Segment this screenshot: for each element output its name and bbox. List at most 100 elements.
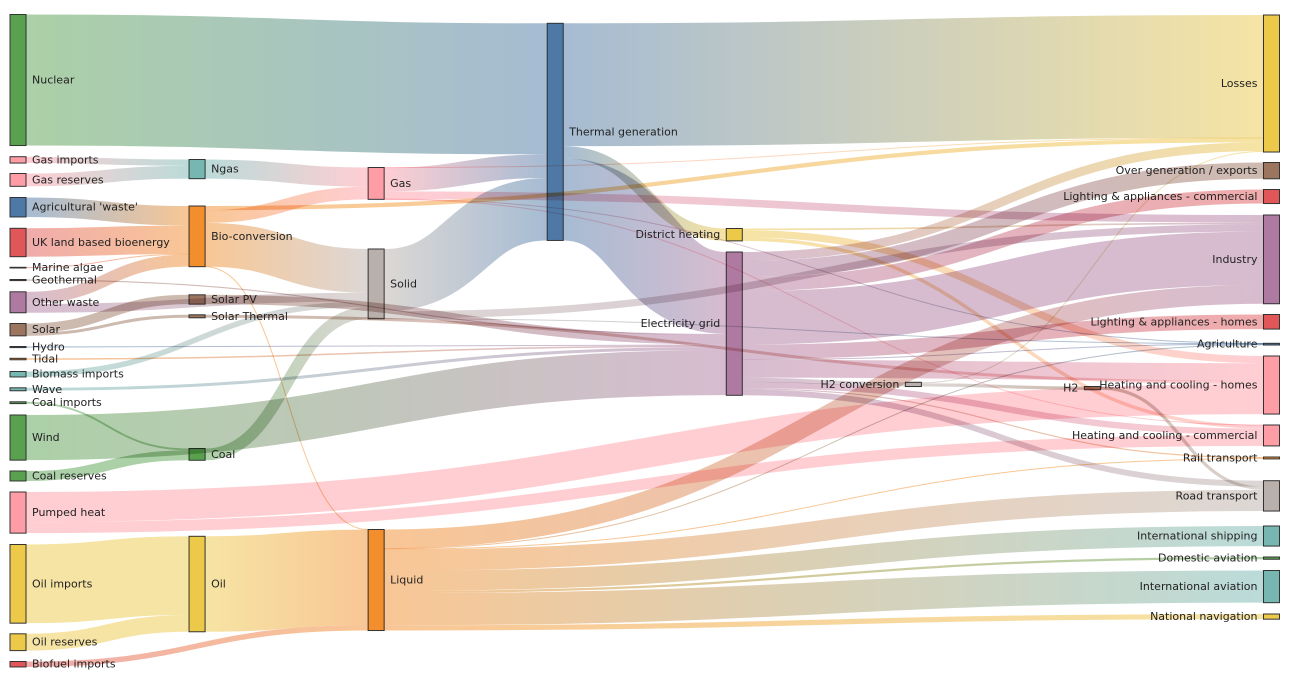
- sankey-link: [382, 178, 549, 312]
- sankey-node: [725, 251, 743, 396]
- sankey-link: [25, 197, 190, 226]
- sankey-node: [9, 291, 27, 314]
- node-label: Bio-conversion: [211, 230, 293, 243]
- sankey-node: [9, 414, 27, 461]
- sankey-link: [25, 254, 190, 304]
- sankey-link: [560, 158, 729, 334]
- sankey-node: [9, 227, 27, 258]
- sankey-node: [1262, 14, 1280, 153]
- sankey-link: [742, 343, 1264, 360]
- sankey-link: [25, 344, 727, 348]
- sankey-link: [384, 344, 1264, 550]
- sankey-link: [384, 137, 1264, 169]
- sankey-link: [25, 536, 190, 624]
- node-label: District heating: [635, 228, 720, 241]
- node-label: Solar Thermal: [211, 310, 288, 323]
- sankey-node: [188, 314, 206, 319]
- sankey-link: [25, 346, 727, 391]
- sankey-node: [1262, 189, 1280, 205]
- sankey-node: [9, 156, 27, 164]
- sankey-node: [1262, 214, 1280, 305]
- node-label: Solar: [32, 323, 61, 336]
- sankey-node: [9, 661, 27, 668]
- sankey-link: [205, 529, 369, 632]
- sankey-link: [921, 383, 1085, 390]
- node-label: Lighting & appliances - homes: [1090, 315, 1257, 328]
- node-label: Agriculture: [1197, 338, 1258, 351]
- sankey-node: [9, 371, 27, 378]
- sankey-node: [9, 173, 27, 187]
- node-label: International shipping: [1137, 530, 1257, 543]
- sankey-link: [742, 231, 1264, 345]
- node-label: Wave: [32, 383, 62, 396]
- sankey-link: [384, 570, 1264, 626]
- node-label: UK land based bioenergy: [32, 236, 170, 249]
- sankey-node: [9, 401, 27, 405]
- sankey-links: [25, 14, 1264, 667]
- sankey-link: [384, 224, 1264, 319]
- sankey-node: [9, 279, 27, 282]
- sankey-node: [1262, 525, 1280, 547]
- sankey-link: [563, 146, 727, 241]
- sankey-node: [1262, 424, 1280, 447]
- sankey-node: [9, 357, 27, 361]
- sankey-link: [25, 314, 190, 336]
- sankey-link: [25, 225, 190, 257]
- sankey-link: [921, 151, 1264, 384]
- sankey-link: [563, 15, 1264, 147]
- sankey-link: [384, 458, 1264, 550]
- node-label: Other waste: [32, 296, 100, 309]
- sankey-link: [384, 489, 1264, 571]
- node-label: Agricultural 'waste': [32, 201, 138, 214]
- node-label: Heating and cooling - homes: [1099, 379, 1258, 392]
- sankey-link: [742, 359, 1264, 381]
- sankey-link: [384, 318, 1264, 345]
- node-label: Oil imports: [32, 577, 93, 590]
- node-label: Heating and cooling - commercial: [1072, 429, 1258, 442]
- node-label: Ngas: [211, 163, 239, 176]
- sankey-node: [9, 197, 27, 218]
- node-label: Coal reserves: [32, 469, 107, 482]
- node-label: Biofuel imports: [32, 658, 116, 671]
- sankey-link: [205, 186, 369, 223]
- sankey-link: [205, 138, 1264, 211]
- node-label: Industry: [1212, 253, 1258, 266]
- node-label: Marine algae: [32, 261, 104, 274]
- sankey-link: [742, 162, 1264, 278]
- sankey-node: [188, 535, 206, 633]
- node-label: Liquid: [390, 574, 423, 587]
- node-label: Electricity grid: [641, 317, 721, 330]
- node-label: Over generation / exports: [1116, 164, 1258, 177]
- sankey-node: [1262, 480, 1280, 512]
- sankey-node: [1262, 162, 1280, 180]
- sankey-node: [1262, 570, 1280, 604]
- sankey-link: [384, 191, 1264, 223]
- sankey-node: [9, 346, 27, 349]
- sankey-link: [25, 165, 190, 187]
- sankey-link: [25, 345, 727, 360]
- sankey-link: [25, 253, 190, 269]
- node-label: Rail transport: [1183, 451, 1258, 464]
- sankey-link: [205, 159, 369, 187]
- node-label: Hydro: [32, 341, 65, 354]
- sankey-link: [25, 294, 190, 333]
- node-label: Pumped heat: [32, 506, 106, 519]
- sankey-link: [742, 142, 1264, 261]
- sankey-node: [1262, 314, 1280, 330]
- sankey-node: [1262, 556, 1280, 560]
- node-label: Gas: [390, 177, 411, 190]
- sankey-link: [25, 383, 1264, 523]
- node-label: Solar PV: [211, 293, 257, 306]
- sankey-link: [25, 301, 369, 377]
- sankey-node: [9, 266, 27, 269]
- node-label: Oil reserves: [32, 636, 98, 649]
- sankey-node: [904, 381, 922, 388]
- node-label: Thermal generation: [568, 125, 678, 138]
- sankey-node: [725, 228, 743, 242]
- sankey-node: [9, 491, 27, 534]
- node-label: Road transport: [1176, 489, 1259, 502]
- node-label: Domestic aviation: [1158, 552, 1257, 565]
- node-label: Wind: [32, 431, 60, 444]
- sankey-link: [742, 388, 1264, 459]
